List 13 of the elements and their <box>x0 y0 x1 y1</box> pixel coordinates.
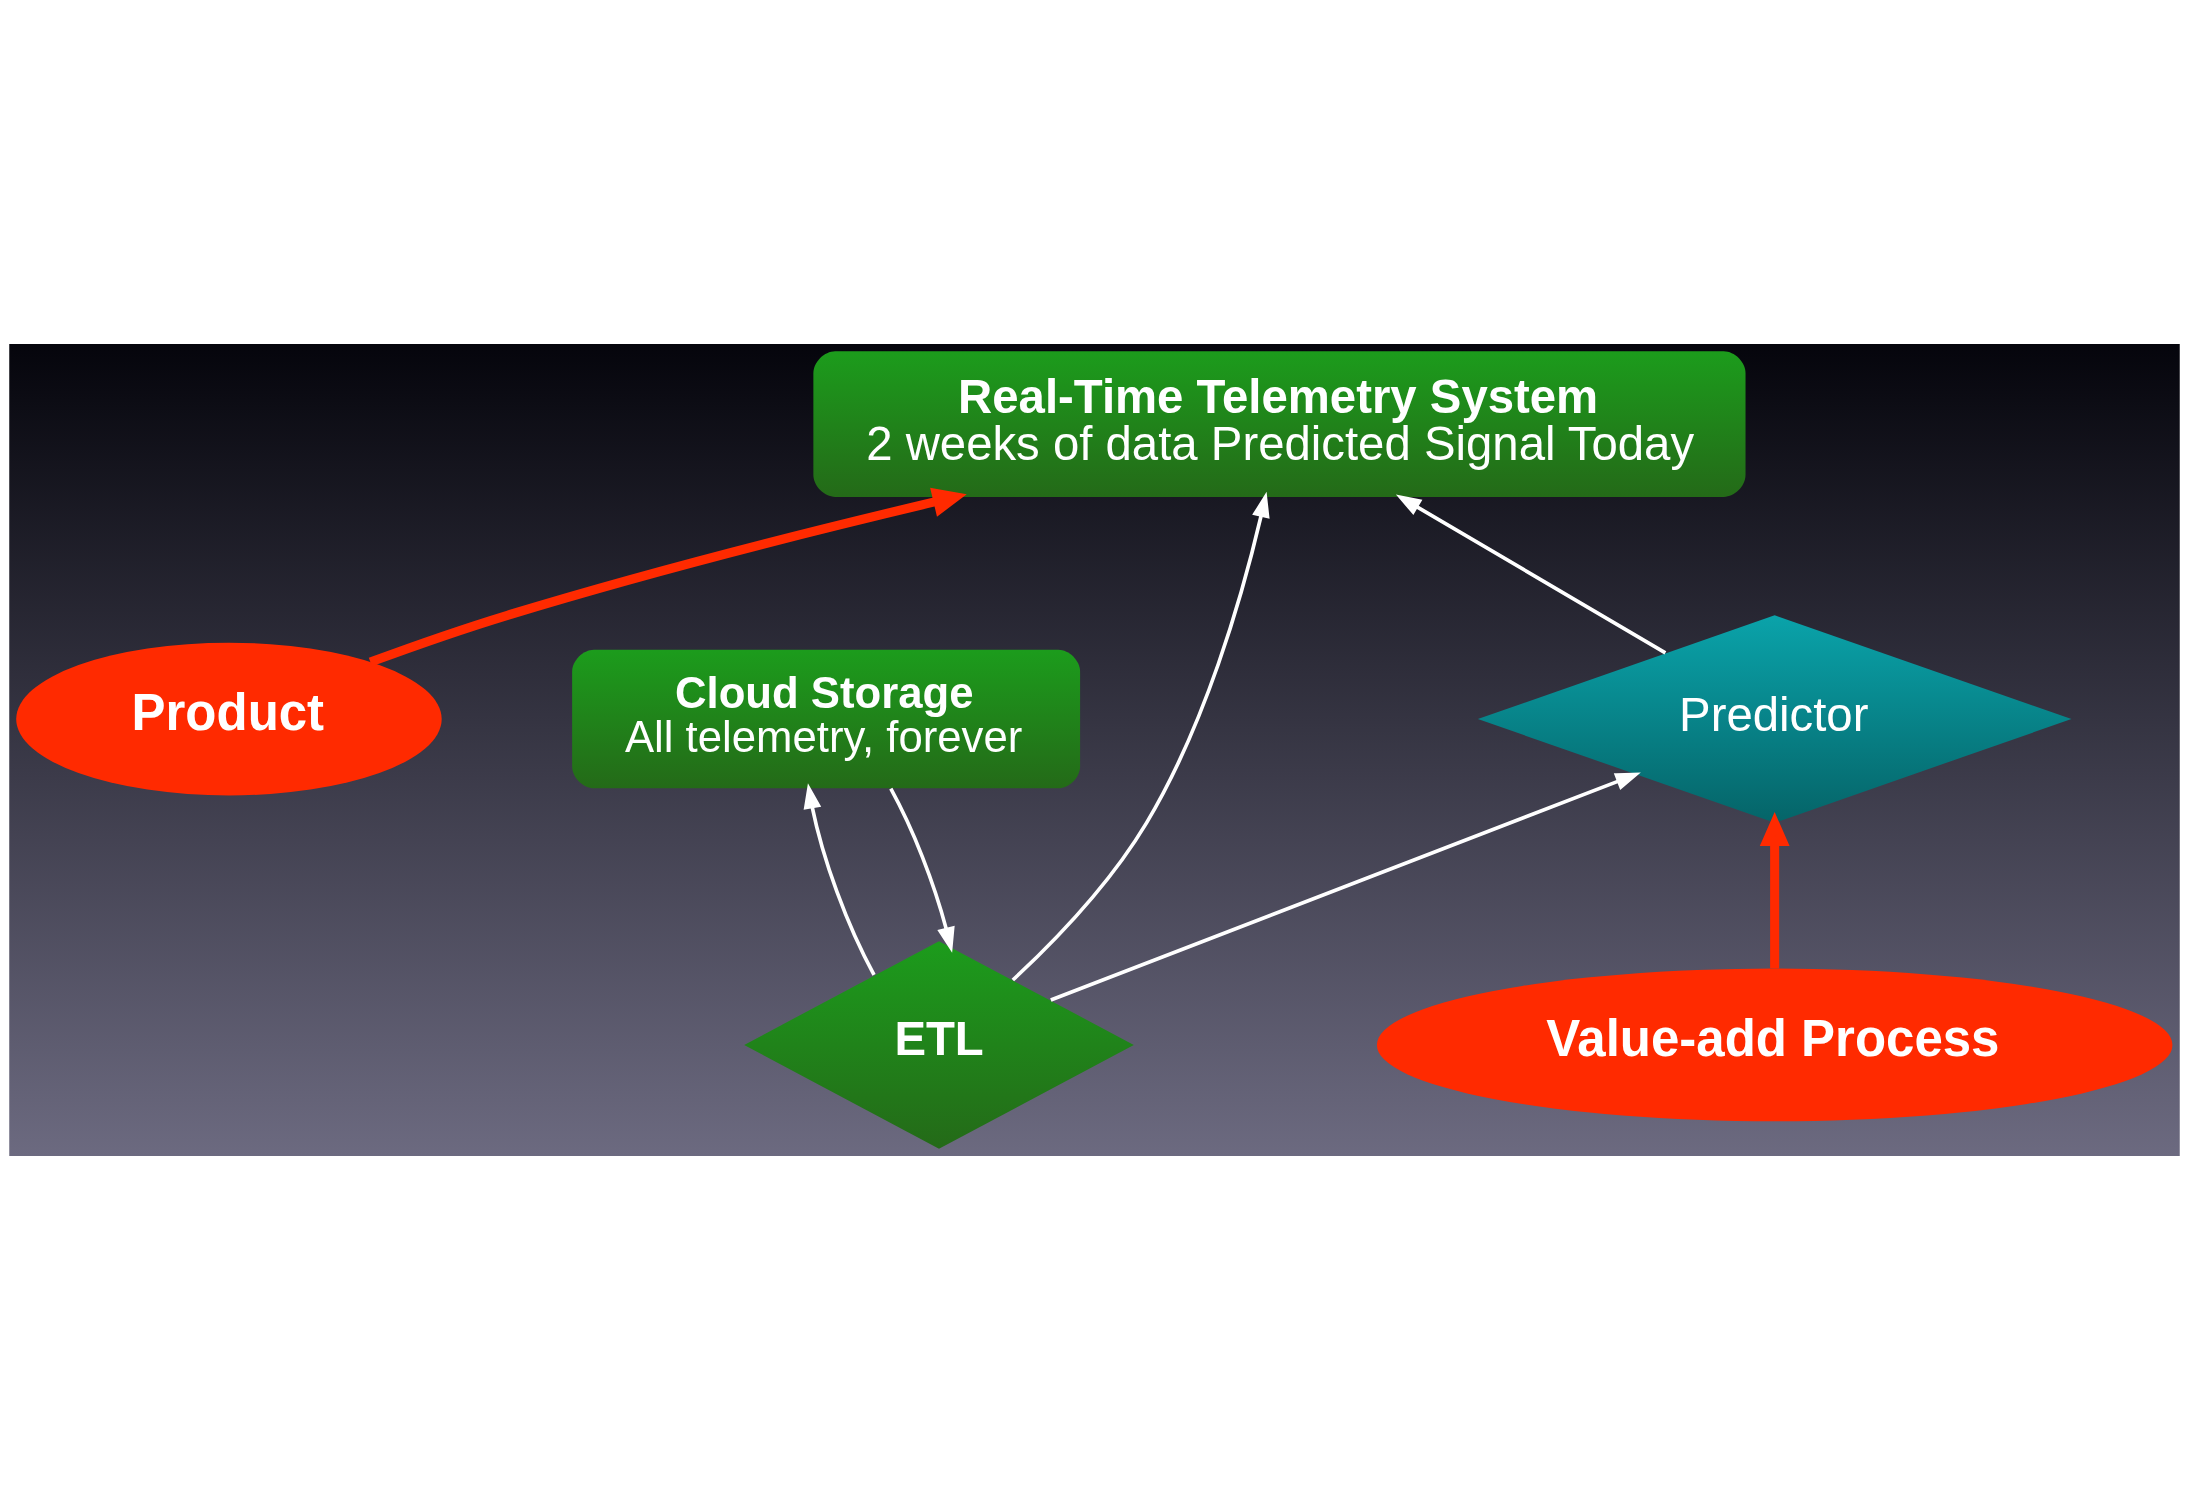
node-diamond: ETL <box>744 941 1134 1149</box>
node-ellipse: Value-add Process <box>1376 968 2173 1122</box>
node-box: Cloud Storage All telemetry, forever <box>572 649 1081 789</box>
arrow <box>889 787 955 953</box>
arrow <box>1050 772 1641 1002</box>
arrow <box>1011 491 1270 982</box>
arrow <box>1759 811 1790 969</box>
node-box: Real-Time Telemetry System 2 weeks of data Predicted Signal Today <box>813 351 1746 497</box>
arrow <box>368 487 967 667</box>
arrow <box>803 783 876 976</box>
node-diamond: Predictor <box>1477 615 2072 823</box>
arrow <box>1395 494 1667 655</box>
node-ellipse: Product <box>16 642 442 796</box>
